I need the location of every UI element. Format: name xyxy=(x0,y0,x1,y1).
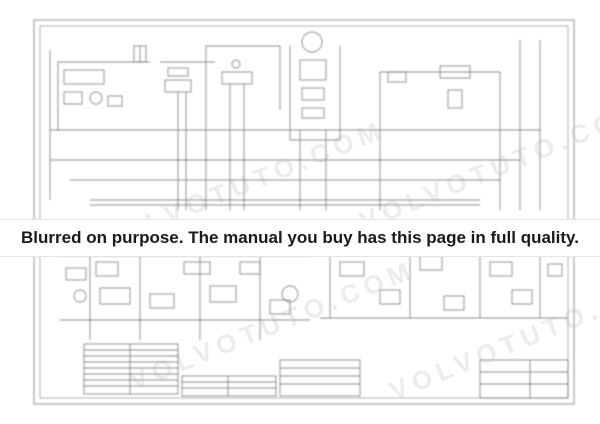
drawing-frame xyxy=(33,19,575,405)
parts-list-table-left xyxy=(83,343,179,395)
top-motor-group xyxy=(289,31,341,210)
top-right-valve-group xyxy=(379,40,541,210)
blur-notice-banner: Blurred on purpose. The manual you buy h… xyxy=(0,219,600,257)
top-valve-2 xyxy=(160,61,215,210)
top-valve-3 xyxy=(205,45,281,210)
parts-list-table-middle xyxy=(181,375,277,397)
top-left-valve-group xyxy=(49,45,150,200)
bottom-left-valves xyxy=(60,255,310,340)
title-block xyxy=(479,359,569,399)
notes-table xyxy=(279,359,361,397)
drawing-inner-frame xyxy=(39,25,569,399)
blur-notice-text: Blurred on purpose. The manual you buy h… xyxy=(21,228,579,247)
bottom-right-valves xyxy=(320,249,568,319)
